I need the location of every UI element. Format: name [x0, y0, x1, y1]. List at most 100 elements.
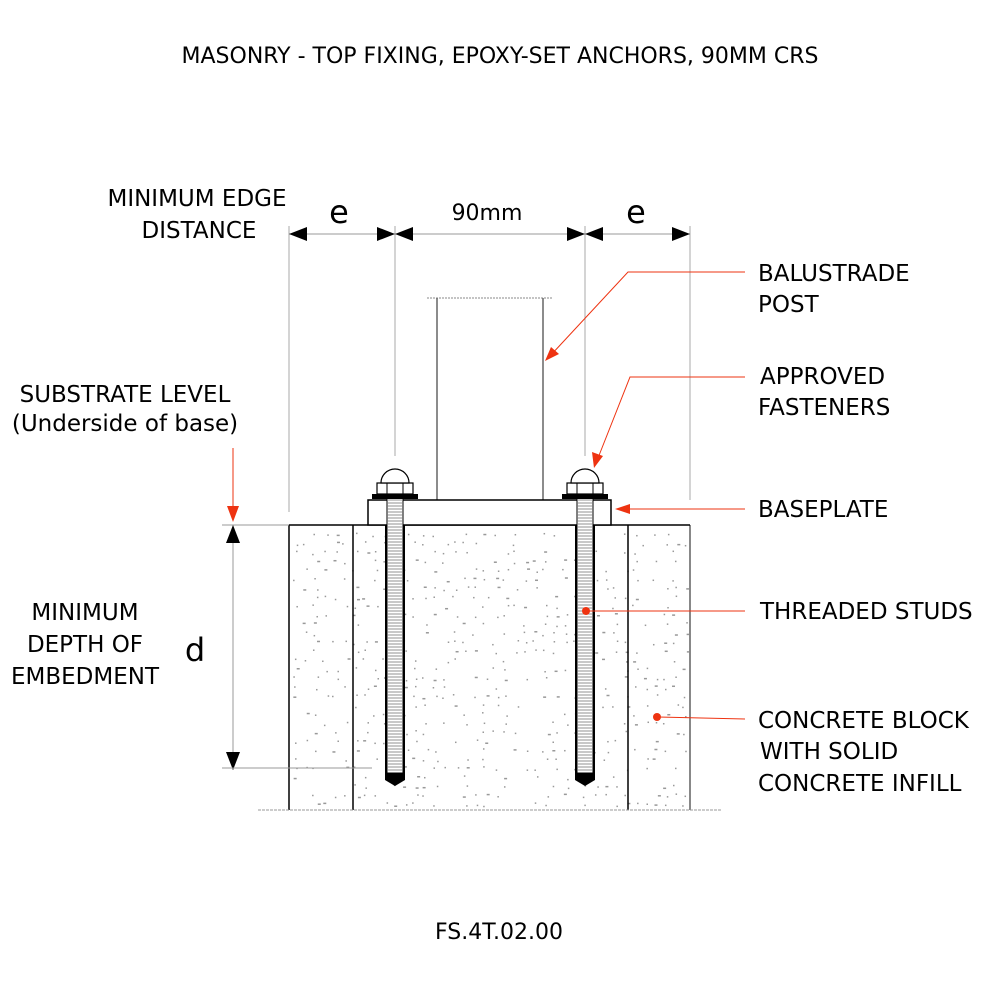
concrete-speckle [656, 694, 659, 696]
concrete-speckle [343, 578, 346, 580]
concrete-speckle [652, 643, 655, 646]
concrete-speckle [316, 615, 318, 618]
concrete-speckle [447, 661, 450, 664]
concrete-speckle [337, 670, 339, 673]
concrete-speckle [454, 541, 456, 543]
concrete-speckle [612, 607, 614, 610]
concrete-speckle [354, 784, 356, 786]
concrete-speckle [324, 569, 328, 571]
concrete-speckle [516, 589, 519, 591]
concrete-speckle [312, 604, 314, 606]
concrete-speckle [684, 795, 687, 798]
concrete-speckle [564, 625, 567, 627]
concrete-speckle [352, 614, 356, 617]
concrete-speckle [422, 535, 425, 537]
concrete-speckle [443, 679, 445, 681]
concrete-speckle [462, 541, 464, 544]
concrete-speckle [302, 622, 306, 625]
concrete-speckle [383, 742, 385, 745]
concrete-speckle [374, 559, 377, 562]
concrete-speckle [445, 607, 449, 610]
concrete-speckle [357, 796, 361, 799]
concrete-speckle [356, 532, 358, 535]
concrete-speckle [475, 542, 478, 545]
concrete-speckle [497, 616, 499, 619]
drawing-title: MASONRY - TOP FIXING, EPOXY-SET ANCHORS,… [182, 44, 819, 69]
edge-distance-right: e [626, 193, 646, 231]
concrete-speckle [615, 651, 618, 653]
concrete-speckle [672, 614, 676, 616]
concrete-speckle [475, 568, 478, 570]
concrete-speckle [507, 553, 510, 555]
concrete-speckle [483, 533, 487, 536]
concrete-speckle [486, 695, 490, 697]
concrete-speckle [634, 553, 636, 555]
concrete-speckle [627, 802, 631, 805]
concrete-speckle [345, 640, 347, 643]
concrete-speckle [443, 589, 445, 592]
concrete-speckle [605, 579, 608, 581]
concrete-speckle [483, 578, 486, 581]
concrete-speckle [317, 803, 321, 805]
concrete-speckle [632, 604, 634, 607]
concrete-speckle [546, 615, 549, 618]
concrete-speckle [382, 658, 384, 660]
concrete-speckle [357, 651, 360, 654]
concrete-speckle [492, 730, 494, 732]
concrete-speckle [455, 650, 459, 653]
concrete-speckle [654, 748, 658, 751]
concrete-speckle [326, 670, 328, 673]
concrete-speckle [336, 534, 340, 537]
concrete-label-3: CONCRETE INFILL [758, 771, 962, 797]
concrete-speckle [344, 686, 346, 688]
concrete-speckle [616, 640, 619, 643]
concrete-speckle [386, 802, 389, 804]
concrete-speckle [664, 804, 667, 807]
concrete-speckle [543, 696, 547, 698]
concrete-speckle [356, 550, 359, 553]
concrete-speckle [332, 640, 334, 643]
concrete-speckle [452, 694, 455, 696]
concrete-speckle [624, 597, 627, 600]
concrete-speckle [666, 623, 669, 625]
concrete-speckle [325, 615, 327, 617]
concrete-speckle [342, 543, 344, 545]
concrete-speckle [357, 624, 360, 626]
concrete-speckle [295, 742, 297, 744]
dome-cap [570, 468, 600, 484]
concrete-speckle [454, 658, 456, 660]
concrete-speckle [436, 695, 438, 698]
concrete-speckle [504, 669, 506, 671]
concrete-speckle [356, 598, 360, 601]
concrete-speckle [464, 577, 466, 580]
concrete-speckle [483, 722, 486, 725]
concrete-speckle [324, 550, 326, 553]
concrete-speckle [555, 758, 557, 760]
concrete-speckle [595, 652, 599, 654]
concrete-speckle [475, 794, 477, 796]
spacing-dimension: 90mm [452, 201, 523, 226]
concrete-speckle [652, 758, 656, 760]
concrete-speckle [415, 787, 419, 789]
concrete-speckle [667, 606, 669, 609]
concrete-speckle [406, 733, 408, 736]
concrete-speckle [525, 580, 528, 582]
concrete-speckle [443, 686, 446, 688]
concrete-speckle [374, 795, 377, 797]
concrete-speckle [442, 562, 444, 564]
concrete-speckle [454, 705, 458, 707]
concrete-speckle [377, 605, 379, 608]
concrete-speckle [367, 731, 369, 734]
concrete-speckle [507, 604, 510, 607]
concrete-speckle [563, 793, 567, 796]
concrete-speckle [513, 562, 516, 565]
concrete-speckle [544, 670, 546, 673]
concrete-speckle [625, 661, 628, 663]
concrete-speckle [614, 597, 617, 599]
concrete-speckle [523, 625, 525, 627]
concrete-speckle [425, 723, 427, 725]
concrete-speckle [373, 715, 375, 717]
concrete-speckle [606, 694, 610, 697]
concrete-speckle [627, 706, 631, 708]
concrete-speckle [516, 652, 518, 654]
